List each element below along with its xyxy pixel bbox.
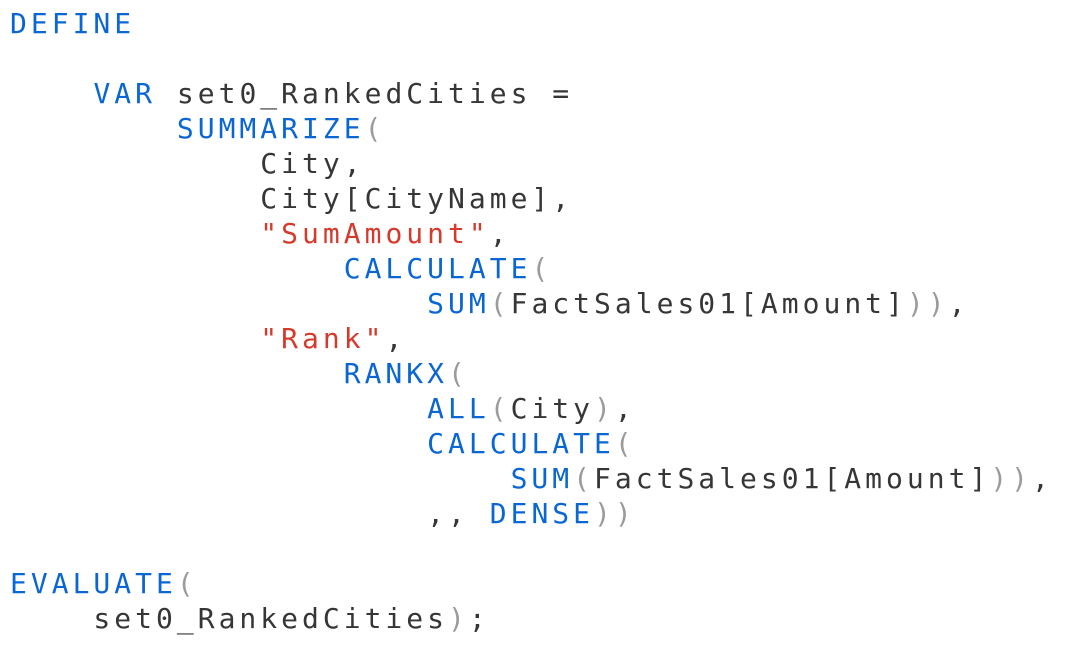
code-token-plain: , bbox=[385, 322, 407, 355]
code-token-plain bbox=[10, 217, 260, 250]
code-line bbox=[10, 41, 1053, 76]
code-line: "SumAmount", bbox=[10, 216, 1053, 251]
code-token-string: "SumAmount" bbox=[260, 217, 490, 250]
code-line: City, bbox=[10, 146, 1053, 181]
code-token-string: "Rank" bbox=[260, 322, 386, 355]
code-line: set0_RankedCities); bbox=[10, 601, 1053, 636]
code-token-plain: set0_RankedCities = bbox=[156, 77, 574, 110]
code-token-keyword: SUM bbox=[510, 462, 574, 495]
code-token-keyword: DEFINE bbox=[10, 7, 136, 40]
code-token-plain: City[CityName], bbox=[10, 182, 574, 215]
code-token-paren: )) bbox=[906, 287, 949, 320]
dax-code-block: DEFINE VAR set0_RankedCities = SUMMARIZE… bbox=[10, 6, 1053, 636]
code-token-paren: ) bbox=[448, 602, 469, 635]
code-line bbox=[10, 531, 1053, 566]
code-token-plain bbox=[10, 287, 427, 320]
code-token-plain bbox=[10, 427, 427, 460]
code-line: CALCULATE( bbox=[10, 426, 1053, 461]
code-line: SUMMARIZE( bbox=[10, 111, 1053, 146]
code-line: ,, DENSE)) bbox=[10, 496, 1053, 531]
code-token-keyword: VAR bbox=[93, 77, 157, 110]
code-token-keyword: EVALUATE bbox=[10, 567, 177, 600]
code-token-paren: ( bbox=[364, 112, 386, 145]
code-token-plain: City, bbox=[10, 147, 365, 180]
code-token-plain bbox=[10, 77, 93, 110]
code-token-plain bbox=[10, 322, 260, 355]
code-token-keyword: ALL bbox=[427, 392, 490, 425]
code-token-plain: City bbox=[510, 392, 595, 425]
code-token-keyword: DENSE bbox=[489, 497, 595, 530]
code-token-plain: FactSales01[Amount] bbox=[594, 462, 991, 495]
code-token-plain: , bbox=[614, 392, 636, 425]
code-token-keyword: SUMMARIZE bbox=[176, 112, 365, 145]
code-token-paren: ( bbox=[448, 357, 469, 390]
code-token-plain bbox=[10, 462, 511, 495]
code-token-plain: , bbox=[948, 287, 970, 320]
code-token-keyword: SUM bbox=[427, 287, 490, 320]
code-token-paren: ( bbox=[573, 462, 595, 495]
code-token-plain: , bbox=[1032, 462, 1053, 495]
code-token-paren: ( bbox=[489, 392, 511, 425]
code-token-plain bbox=[10, 392, 427, 425]
code-line: "Rank", bbox=[10, 321, 1053, 356]
code-line: SUM(FactSales01[Amount])), bbox=[10, 286, 1053, 321]
code-line: VAR set0_RankedCities = bbox=[10, 76, 1053, 111]
code-token-keyword: CALCULATE bbox=[343, 252, 532, 285]
code-line: SUM(FactSales01[Amount])), bbox=[10, 461, 1053, 496]
code-token-paren: )) bbox=[990, 462, 1033, 495]
code-token-paren: ) bbox=[594, 392, 615, 425]
code-token-plain bbox=[10, 252, 344, 285]
code-token-plain: , bbox=[489, 217, 511, 250]
code-token-plain: set0_RankedCities bbox=[10, 602, 449, 635]
code-token-keyword: RANKX bbox=[343, 357, 449, 390]
code-line: RANKX( bbox=[10, 356, 1053, 391]
code-token-keyword: CALCULATE bbox=[427, 427, 615, 460]
code-token-paren: ( bbox=[614, 427, 636, 460]
code-token-plain bbox=[10, 357, 344, 390]
code-line: EVALUATE( bbox=[10, 566, 1053, 601]
code-token-plain bbox=[10, 112, 177, 145]
code-token-plain: ,, bbox=[10, 497, 490, 530]
code-line: City[CityName], bbox=[10, 181, 1053, 216]
code-token-paren: ( bbox=[176, 567, 198, 600]
code-token-plain: ; bbox=[468, 602, 490, 635]
code-line: CALCULATE( bbox=[10, 251, 1053, 286]
code-line: ALL(City), bbox=[10, 391, 1053, 426]
code-token-plain: FactSales01[Amount] bbox=[510, 287, 907, 320]
code-token-paren: ( bbox=[489, 287, 511, 320]
code-token-paren: )) bbox=[594, 497, 636, 530]
code-line: DEFINE bbox=[10, 6, 1053, 41]
code-token-paren: ( bbox=[531, 252, 553, 285]
